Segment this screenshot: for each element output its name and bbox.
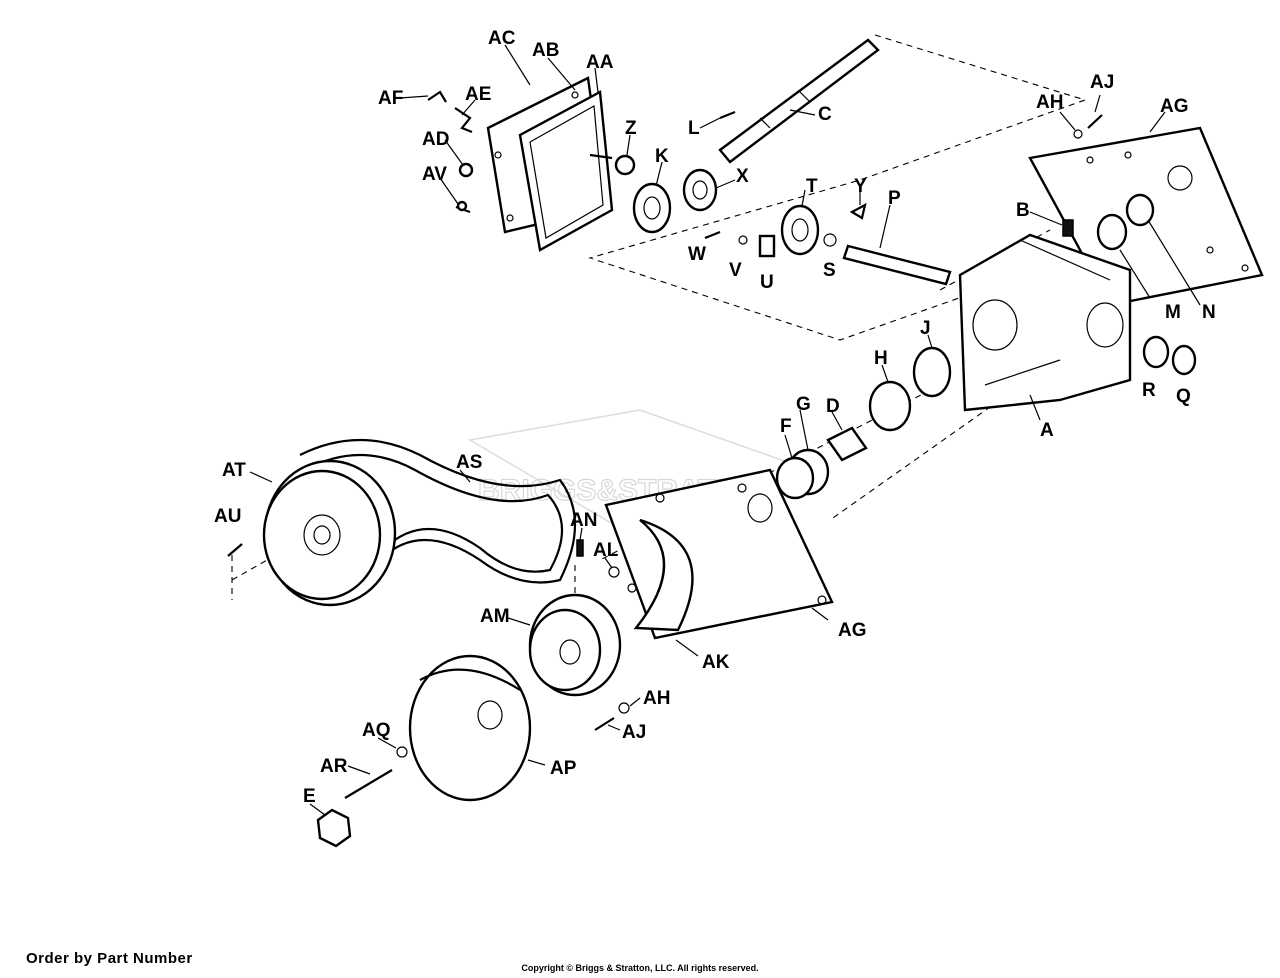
housing-a bbox=[958, 233, 1132, 412]
label-ap: AP bbox=[550, 758, 577, 779]
bracket-ak bbox=[633, 518, 694, 632]
label-aa: AA bbox=[586, 52, 614, 73]
label-x: X bbox=[736, 166, 749, 187]
label-aq: AQ bbox=[362, 720, 391, 741]
gasket-ab bbox=[518, 90, 614, 252]
bearing-m bbox=[1096, 213, 1128, 251]
label-af: AF bbox=[378, 88, 403, 109]
label-aj-bottom: AJ bbox=[622, 722, 646, 743]
label-j: J bbox=[920, 318, 931, 339]
belt-as bbox=[299, 438, 576, 584]
bearing-t bbox=[780, 204, 820, 256]
label-ar: AR bbox=[320, 756, 348, 777]
set-screw-an bbox=[576, 539, 584, 557]
label-l: L bbox=[688, 118, 700, 139]
label-ak: AK bbox=[702, 652, 730, 673]
small-fasteners-af-ae bbox=[427, 90, 474, 214]
label-aj-top: AJ bbox=[1090, 72, 1114, 93]
plate-u bbox=[758, 234, 776, 258]
order-note: Order by Part Number bbox=[26, 950, 193, 967]
label-av: AV bbox=[422, 164, 447, 185]
bolt-aj-top bbox=[1087, 114, 1103, 129]
label-f: F bbox=[780, 416, 792, 437]
pulley-at bbox=[262, 459, 397, 607]
label-w: W bbox=[688, 244, 706, 265]
label-ah-bottom: AH bbox=[643, 688, 670, 709]
shaft-p bbox=[842, 244, 952, 286]
label-p: P bbox=[888, 188, 901, 209]
label-ac: AC bbox=[488, 28, 516, 49]
label-y: Y bbox=[854, 176, 867, 197]
label-k: K bbox=[655, 146, 669, 167]
key-au bbox=[227, 543, 243, 557]
label-ae: AE bbox=[465, 84, 491, 105]
label-t: T bbox=[806, 176, 818, 197]
leader-lines bbox=[249, 44, 1201, 816]
label-a: A bbox=[1040, 420, 1054, 441]
label-ab: AB bbox=[532, 40, 559, 61]
label-z: Z bbox=[625, 118, 637, 139]
label-v: V bbox=[729, 260, 742, 281]
label-u: U bbox=[760, 272, 774, 293]
fitting-b bbox=[1062, 219, 1074, 237]
washer-z bbox=[614, 154, 636, 176]
copyright-notice: Copyright © Briggs & Stratton, LLC. All … bbox=[521, 963, 759, 973]
label-n: N bbox=[1202, 302, 1216, 323]
bearing-r bbox=[1142, 335, 1170, 369]
label-d: D bbox=[826, 396, 840, 417]
seal-q bbox=[1171, 344, 1197, 376]
snap-ring-s bbox=[823, 233, 837, 247]
belt-as-inner bbox=[304, 454, 564, 573]
label-al: AL bbox=[593, 540, 619, 561]
label-q: Q bbox=[1176, 386, 1191, 407]
label-ag-bottom: AG bbox=[838, 620, 867, 641]
part-labels: AC AB AA AF AE AD AV Z K X L C AH AJ AG … bbox=[214, 28, 1216, 807]
label-h: H bbox=[874, 348, 888, 369]
seal-h bbox=[868, 380, 912, 432]
key-al bbox=[608, 566, 620, 578]
bolt-ar bbox=[344, 769, 393, 799]
label-r: R bbox=[1142, 380, 1156, 401]
label-as: AS bbox=[456, 452, 482, 473]
screw-w bbox=[704, 230, 721, 240]
label-au: AU bbox=[214, 506, 241, 527]
gear-x bbox=[682, 168, 718, 212]
label-ad: AD bbox=[422, 129, 449, 150]
nut-e bbox=[316, 808, 352, 848]
label-m: M bbox=[1165, 302, 1181, 323]
washer-ah-bottom bbox=[618, 702, 630, 714]
ring-f bbox=[775, 456, 815, 500]
label-ag-top: AG bbox=[1160, 96, 1189, 117]
washer-aq bbox=[396, 746, 408, 758]
belt-guard-ap bbox=[408, 654, 532, 802]
bolt-aj-bottom bbox=[594, 717, 615, 731]
shaft-c bbox=[718, 38, 880, 164]
spacer-d bbox=[826, 426, 868, 462]
label-an: AN bbox=[570, 510, 597, 531]
label-e: E bbox=[303, 786, 316, 807]
seal-n bbox=[1125, 193, 1155, 227]
label-b: B bbox=[1016, 200, 1030, 221]
key-y bbox=[849, 202, 867, 220]
washer-v bbox=[738, 235, 748, 245]
label-am: AM bbox=[480, 606, 510, 627]
pulley-am bbox=[528, 593, 622, 697]
label-c: C bbox=[818, 104, 832, 125]
label-g: G bbox=[796, 394, 811, 415]
bearing-j bbox=[912, 346, 952, 398]
label-ah-top: AH bbox=[1036, 92, 1063, 113]
gear-k bbox=[632, 182, 672, 234]
washer-ah-top bbox=[1073, 129, 1083, 139]
label-at: AT bbox=[222, 460, 246, 481]
label-s: S bbox=[823, 260, 836, 281]
